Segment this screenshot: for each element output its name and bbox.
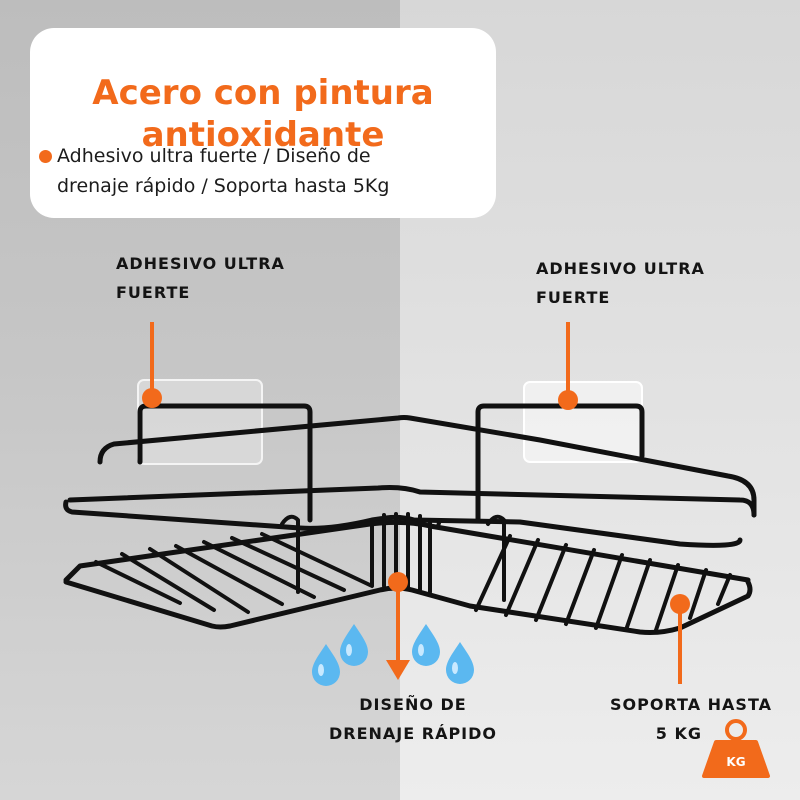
callout-pointer-capacity (670, 594, 690, 684)
callout-pointer-drainage (386, 572, 410, 680)
feature-list: Adhesivo ultra fuerte / Diseño de drenaj… (57, 141, 477, 201)
water-drop-icon (412, 624, 440, 666)
callout-label-line: ADHESIVO ULTRA (116, 254, 285, 273)
callout-label-drainage: DISEÑO DE DRENAJE RÁPIDO (318, 690, 508, 748)
water-drop-icon (312, 644, 340, 686)
corner-rack (63, 403, 757, 635)
water-drop-icon (446, 642, 474, 684)
water-drop-icon (340, 624, 368, 666)
callout-label-line: DISEÑO DE (359, 695, 467, 714)
bullet-dot (39, 150, 52, 163)
feature-line-1: Adhesivo ultra fuerte / Diseño de (57, 145, 371, 167)
callout-label-line: SOPORTA HASTA (609, 695, 772, 714)
feature-card: Acero con pintura antioxidante (30, 28, 496, 218)
callout-label-left-adhesive: ADHESIVO ULTRA FUERTE (116, 249, 285, 307)
weight-badge-text: KG (726, 755, 745, 769)
headline: Acero con pintura antioxidante (30, 72, 496, 156)
water-drops (312, 624, 474, 686)
feature-line-2: drenaje rápido / Soporta hasta 5Kg (57, 175, 390, 197)
callout-label-line: ADHESIVO ULTRA (536, 259, 705, 278)
callout-pointer-right (558, 322, 578, 410)
callout-label-line: DRENAJE RÁPIDO (328, 724, 498, 743)
callout-label-capacity: SOPORTA HASTA 5 KG (596, 690, 772, 748)
callout-pointer-left (142, 322, 162, 408)
callout-label-line: 5 KG (655, 724, 702, 743)
callout-label-line: FUERTE (116, 283, 191, 302)
callout-label-line: FUERTE (536, 288, 611, 307)
callout-label-right-adhesive: ADHESIVO ULTRA FUERTE (536, 254, 705, 312)
headline-line-1: Acero con pintura (92, 73, 434, 113)
headline-line-2: antioxidante (141, 115, 385, 155)
weight-icon: KG (702, 719, 770, 778)
